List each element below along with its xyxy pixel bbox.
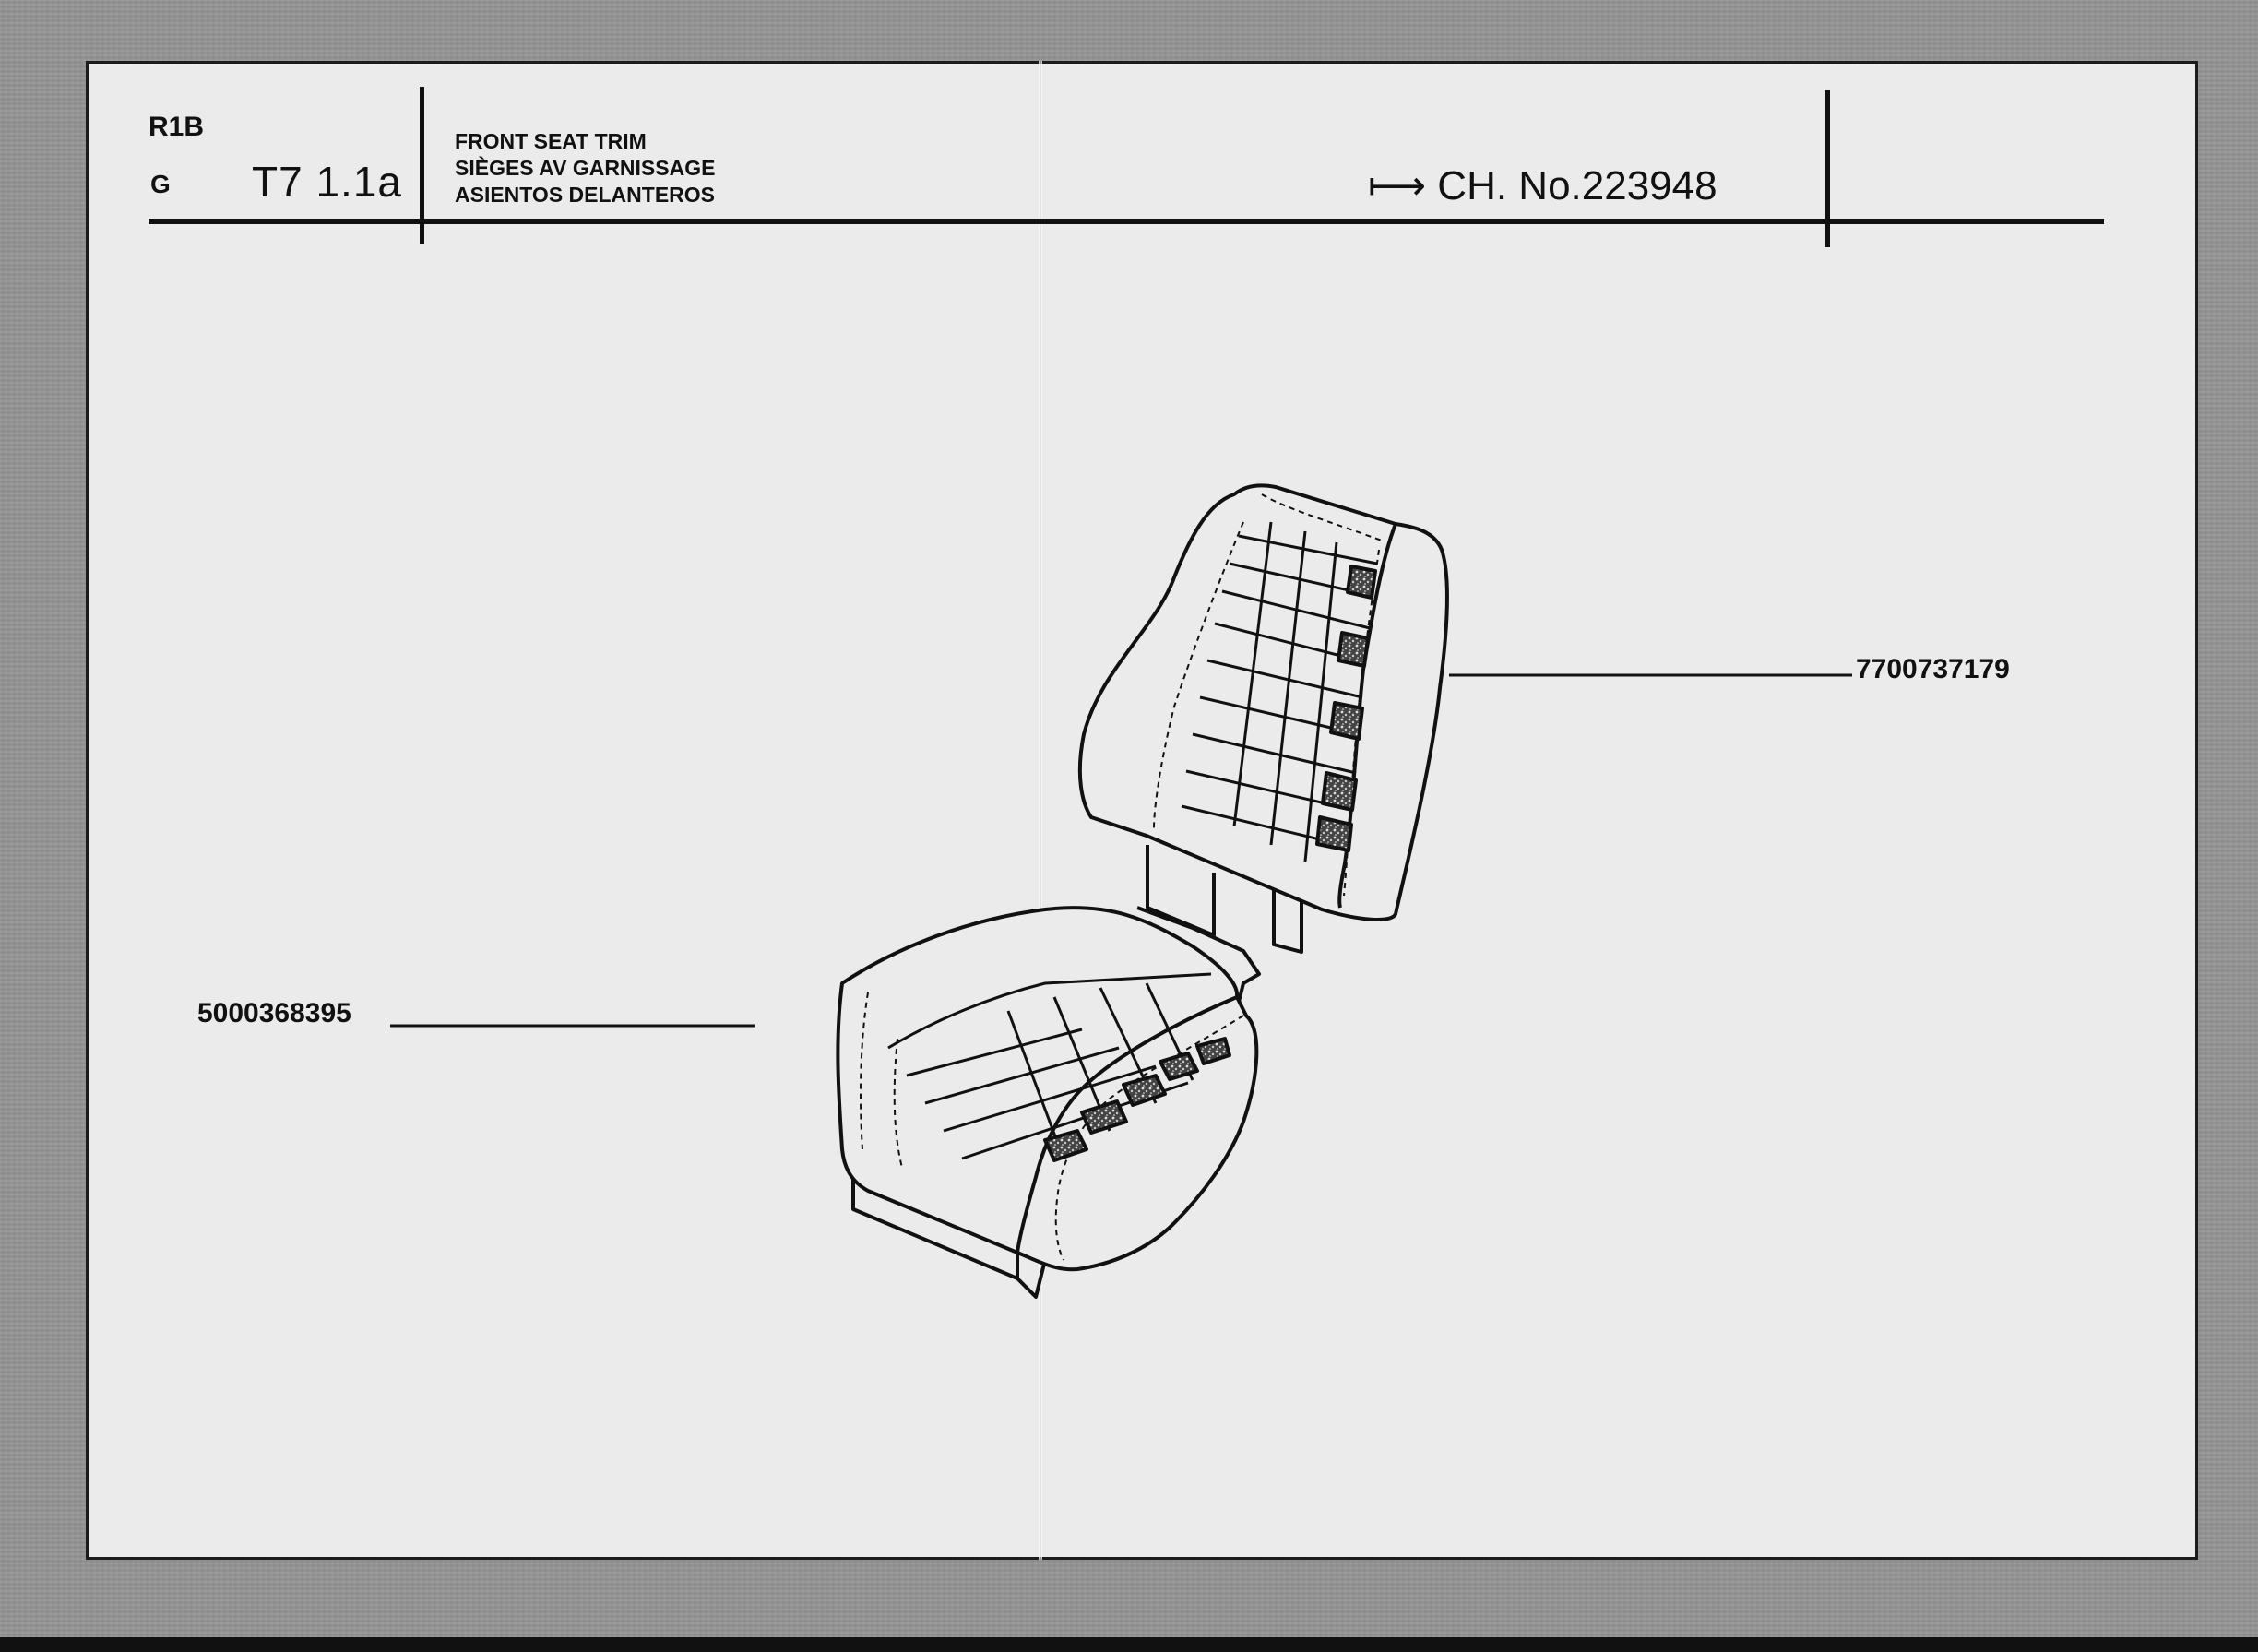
seat-back-trim — [1077, 483, 1449, 954]
scanner-edge — [0, 1637, 2258, 1652]
part-number-seat-back: 7700737179 — [1856, 654, 2010, 684]
plate-number: T7 1.1a — [252, 158, 402, 206]
series-code: R1B — [149, 112, 205, 142]
chassis-number: ⟼ CH. No.223948 — [1368, 163, 1717, 208]
seat-illustration — [390, 483, 1852, 1299]
header-divider-left — [420, 87, 424, 244]
header-divider-right — [1825, 90, 1830, 247]
title-french: SIÈGES AV GARNISSAGE — [455, 156, 716, 180]
title-block: FRONT SEAT TRIM SIÈGES AV GARNISSAGE ASI… — [455, 128, 715, 208]
parts-catalog-sheet: R1B G T7 1.1a FRONT SEAT TRIM SIÈGES AV … — [86, 61, 2198, 1560]
part-number-seat-cushion: 5000368395 — [197, 998, 351, 1028]
title-spanish: ASIENTOS DELANTEROS — [455, 183, 715, 207]
fold-line — [1039, 61, 1042, 1560]
header-rule — [149, 219, 2104, 224]
title-english: FRONT SEAT TRIM — [455, 129, 647, 153]
seat-cushion-trim — [836, 906, 1261, 1299]
leader-lines — [390, 673, 1852, 1028]
section-code: G — [150, 170, 171, 198]
